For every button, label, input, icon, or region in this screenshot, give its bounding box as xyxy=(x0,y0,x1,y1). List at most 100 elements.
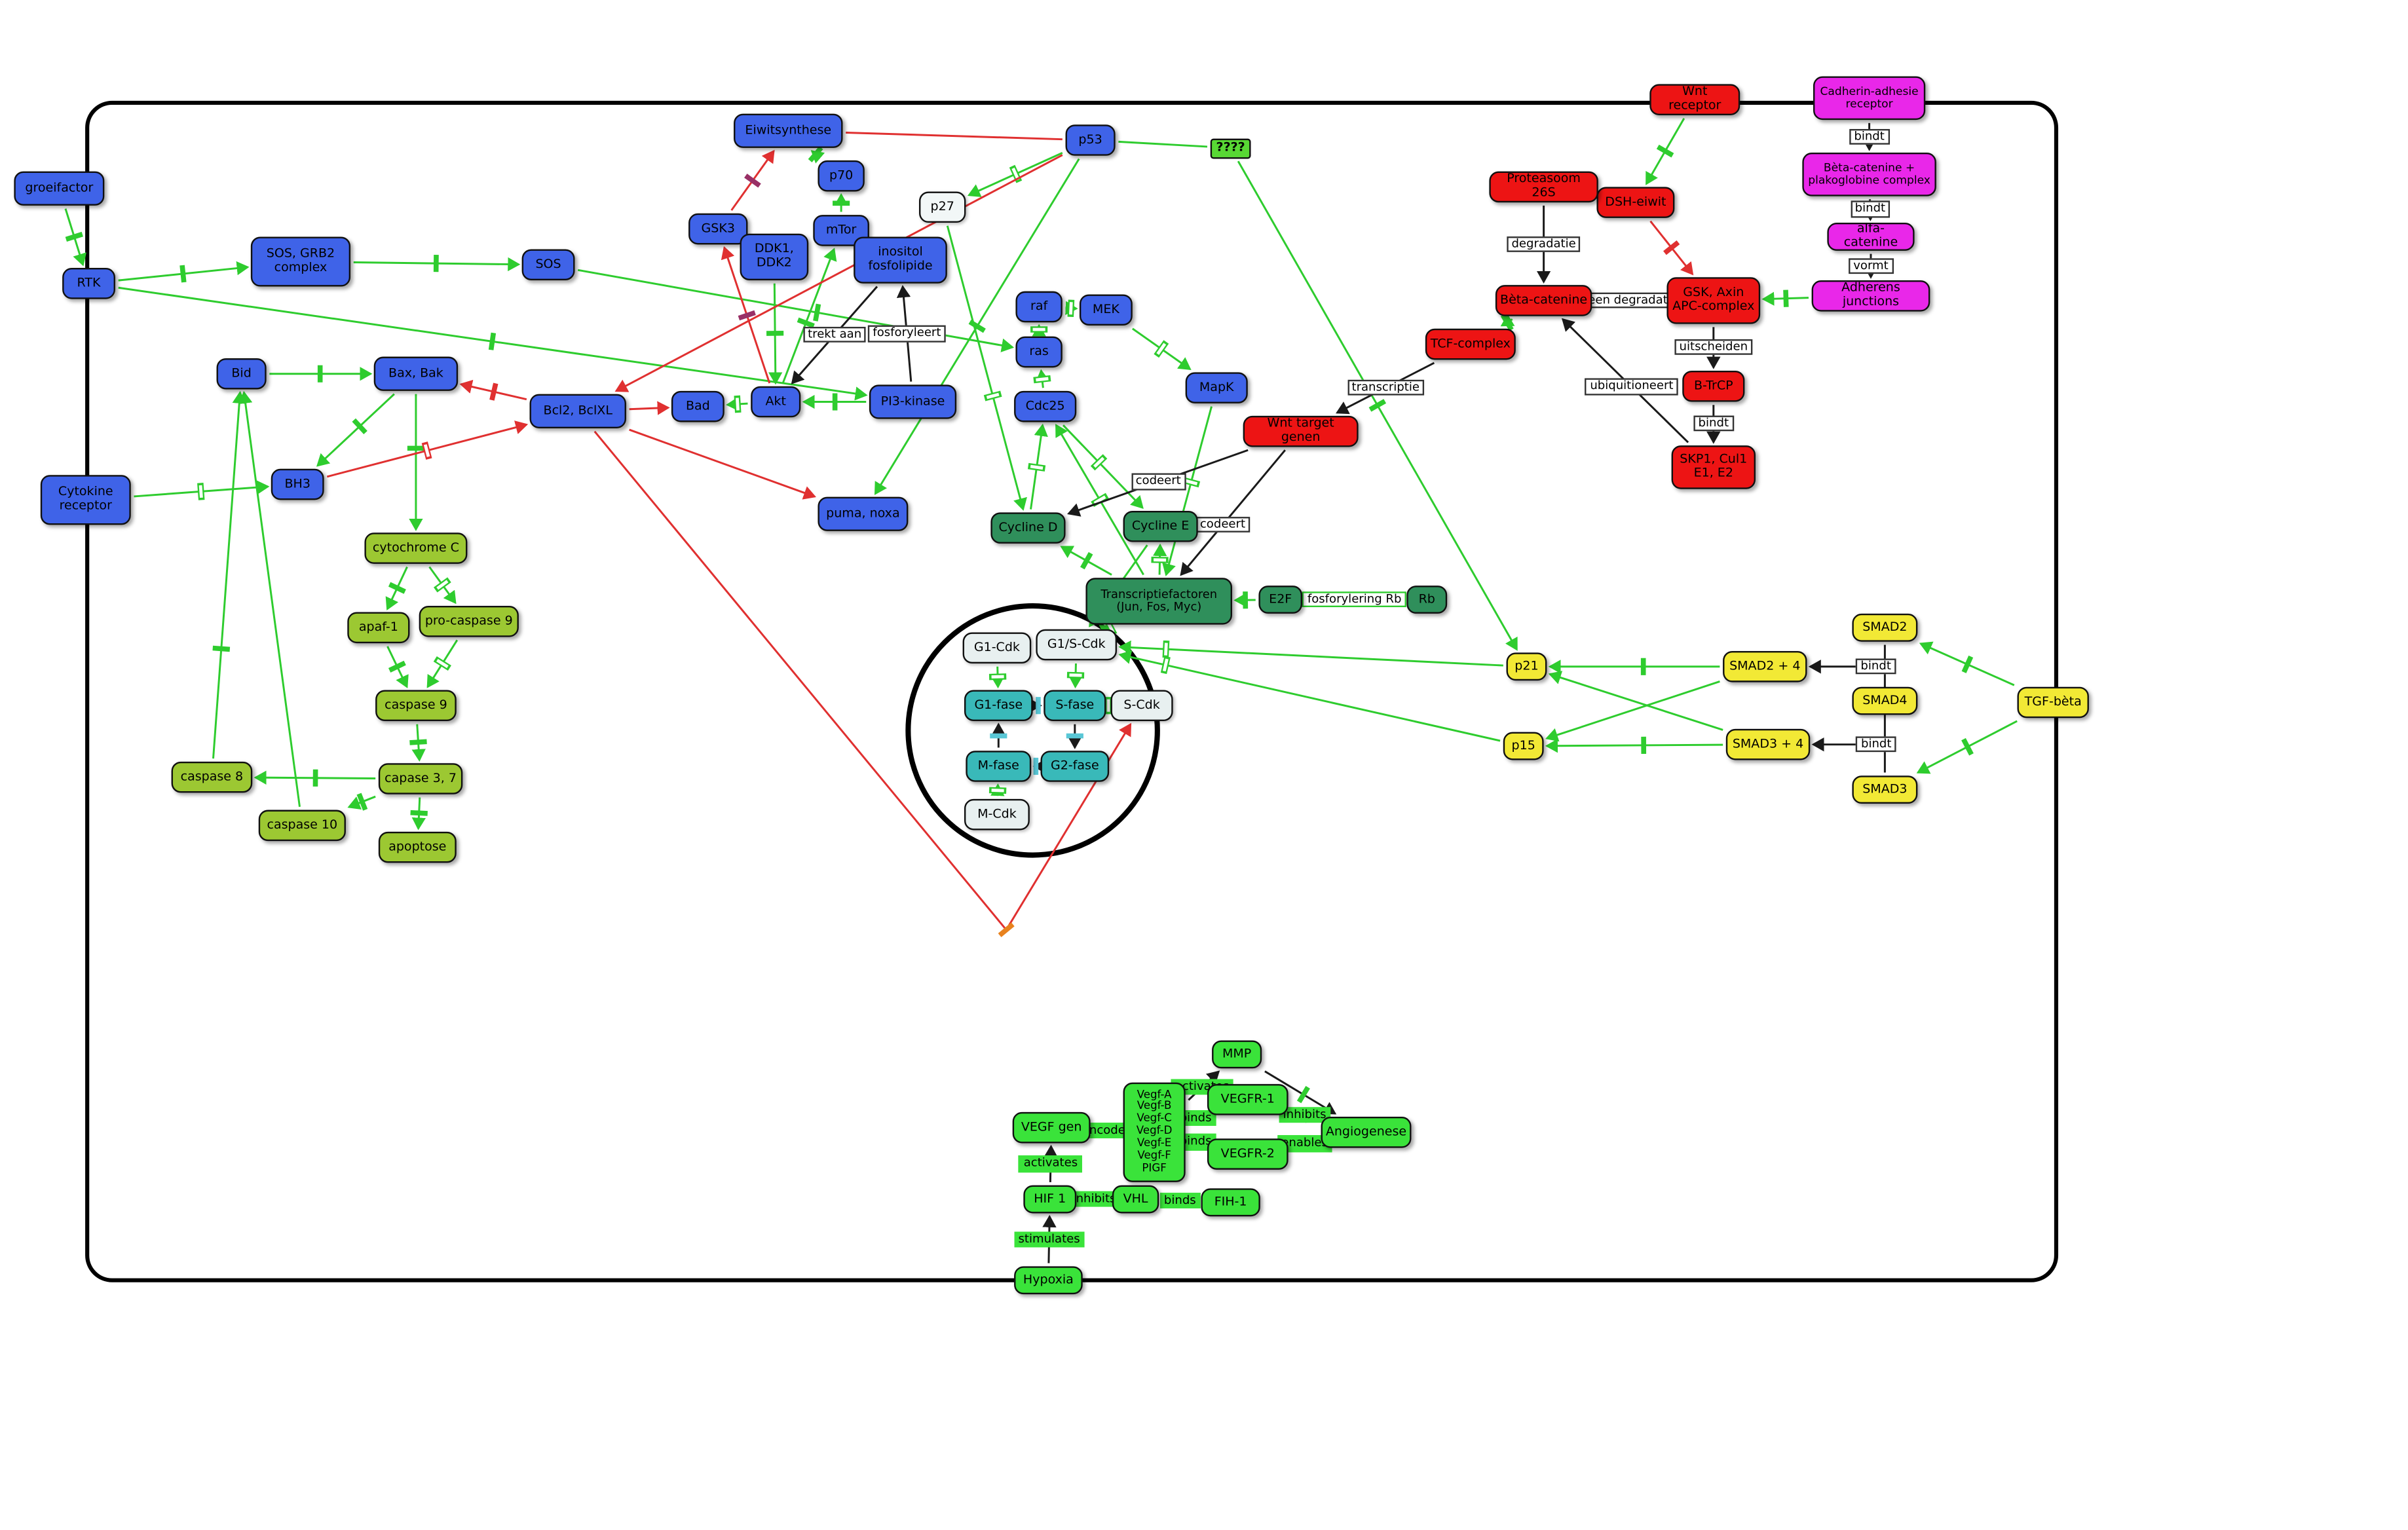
edge-label-degradatie[interactable]: degradatie xyxy=(1507,235,1581,252)
node-e2f[interactable]: E2F xyxy=(1258,586,1303,614)
node-g1-cdk[interactable]: G1-Cdk xyxy=(962,632,1032,664)
node-sos[interactable]: SOS xyxy=(521,249,575,281)
node-skp1[interactable]: SKP1, Cul1 E1, E2 xyxy=(1671,445,1756,489)
edge-label-ubiquitioneert[interactable]: ubiquitioneert xyxy=(1585,379,1678,396)
node-vhl[interactable]: VHL xyxy=(1112,1185,1159,1214)
node-cytokine-receptor[interactable]: Cytokine receptor xyxy=(40,475,131,525)
node-beta-plakoglobine[interactable]: Bèta-catenine + plakoglobine complex xyxy=(1802,153,1936,196)
node-pro-caspase-9[interactable]: pro-caspase 9 xyxy=(419,606,519,637)
edge-label-codeert[interactable]: codeert xyxy=(1131,474,1186,491)
node-caspase-8[interactable]: caspase 8 xyxy=(171,761,253,793)
node-g1-fase[interactable]: G1-fase xyxy=(964,690,1033,722)
node-smad2-4[interactable]: SMAD2 + 4 xyxy=(1723,651,1807,682)
node-ddk[interactable]: DDK1, DDK2 xyxy=(740,233,809,281)
node-p70[interactable]: p70 xyxy=(818,160,865,192)
node-apaf-1[interactable]: apaf-1 xyxy=(347,612,410,644)
node-fih-1[interactable]: FIH-1 xyxy=(1201,1188,1260,1217)
node-m-fase[interactable]: M-fase xyxy=(966,751,1032,782)
edge-caspase-8-bid xyxy=(212,390,246,759)
node-g1s-cdk[interactable]: G1/S-Cdk xyxy=(1036,629,1118,661)
node-angiogenese[interactable]: Angiogenese xyxy=(1321,1117,1412,1148)
edge-label-inhibits[interactable]: inhibits xyxy=(1068,1191,1121,1208)
node-p21[interactable]: p21 xyxy=(1506,652,1547,681)
edge-label-fosforylering-rb[interactable]: fosforylering Rb xyxy=(1302,591,1406,608)
node-vegfr-1[interactable]: VEGFR-1 xyxy=(1207,1084,1289,1115)
node-mmp[interactable]: MMP xyxy=(1212,1040,1262,1069)
node-eiwitsynthese[interactable]: Eiwitsynthese xyxy=(734,113,843,148)
node-mapk[interactable]: MapK xyxy=(1185,372,1248,403)
node-smad2[interactable]: SMAD2 xyxy=(1852,613,1918,642)
node-hif-1[interactable]: HIF 1 xyxy=(1023,1185,1077,1214)
node-bad[interactable]: Bad xyxy=(671,390,724,422)
node-s-fase[interactable]: S-fase xyxy=(1044,690,1106,722)
node-p15[interactable]: p15 xyxy=(1503,732,1544,760)
node-smad3-4[interactable]: SMAD3 + 4 xyxy=(1725,728,1811,760)
node-ras[interactable]: ras xyxy=(1015,336,1063,368)
node-raf[interactable]: raf xyxy=(1015,291,1063,323)
node-bid[interactable]: Bid xyxy=(216,358,267,390)
node-bax-bak[interactable]: Bax, Bak xyxy=(373,356,459,391)
node-groeifactor[interactable]: groeifactor xyxy=(14,171,105,206)
node-smad4[interactable]: SMAD4 xyxy=(1852,686,1918,715)
node-unknown[interactable]: ???? xyxy=(1210,138,1251,159)
node-cycline-d[interactable]: Cycline D xyxy=(990,512,1066,544)
node-tgf-beta[interactable]: TGF-bèta xyxy=(2017,686,2089,718)
node-apoptose[interactable]: apoptose xyxy=(378,831,457,863)
node-wnt-receptor[interactable]: Wnt receptor xyxy=(1649,84,1740,115)
node-cdc25[interactable]: Cdc25 xyxy=(1014,390,1077,422)
edge-label-transcriptie[interactable]: transcriptie xyxy=(1347,379,1425,396)
node-cadherin[interactable]: Cadherin-adhesie receptor xyxy=(1813,76,1926,121)
node-vegf-gen[interactable]: VEGF gen xyxy=(1012,1111,1091,1144)
edge-label-bindt[interactable]: bindt xyxy=(1693,415,1734,432)
node-cycline-e[interactable]: Cycline E xyxy=(1123,510,1198,542)
node-caspase-9[interactable]: caspase 9 xyxy=(375,690,457,722)
node-dsh-eiwit[interactable]: DSH-eiwit xyxy=(1596,187,1675,218)
node-transcriptiefactoren[interactable]: Transcriptiefactoren (Jun, Fos, Myc) xyxy=(1085,578,1232,625)
node-beta-catenine[interactable]: Bèta-catenine xyxy=(1495,285,1592,316)
node-caspase-10[interactable]: caspase 10 xyxy=(258,810,346,842)
node-s-cdk[interactable]: S-Cdk xyxy=(1110,690,1173,722)
node-p27[interactable]: p27 xyxy=(919,191,966,223)
node-m-cdk[interactable]: M-Cdk xyxy=(964,798,1030,830)
node-alfa-catenine[interactable]: alfa-catenine xyxy=(1827,221,1915,251)
node-wnt-target-genen[interactable]: Wnt target genen xyxy=(1243,415,1359,447)
node-cytochrome-c[interactable]: cytochrome C xyxy=(364,532,468,564)
node-mek[interactable]: MEK xyxy=(1079,294,1133,326)
node-inositol-fosfolipide[interactable]: inositol fosfolipide xyxy=(854,236,947,284)
node-sos-grb2[interactable]: SOS, GRB2 complex xyxy=(250,236,351,287)
node-pi3-kinase[interactable]: PI3-kinase xyxy=(869,384,957,419)
node-rb[interactable]: Rb xyxy=(1406,586,1448,614)
node-akt[interactable]: Akt xyxy=(751,386,801,418)
edge-label-bindt[interactable]: bindt xyxy=(1856,736,1896,753)
node-adherens[interactable]: Adherens junctions xyxy=(1811,280,1930,312)
edge-label-stimulates[interactable]: stimulates xyxy=(1013,1231,1085,1248)
edge-label-fosforyleert[interactable]: fosforyleert xyxy=(868,326,946,343)
node-p53[interactable]: p53 xyxy=(1065,124,1116,156)
node-bcl2[interactable]: Bcl2, BclXL xyxy=(529,394,626,428)
node-mtor[interactable]: mTor xyxy=(813,215,869,246)
node-vegf-ligands[interactable]: Vegf-A Vegf-B Vegf-C Vegf-D Vegf-E Vegf-… xyxy=(1123,1082,1186,1182)
node-g2-fase[interactable]: G2-fase xyxy=(1040,751,1110,782)
node-proteasoom-26s[interactable]: Proteasoom 26S xyxy=(1489,171,1598,203)
edge-label-trekt-aan[interactable]: trekt aan xyxy=(802,326,867,343)
edge-label-bindt[interactable]: bindt xyxy=(1849,128,1889,145)
edge-label-bindt[interactable]: bindt xyxy=(1850,201,1891,218)
node-rtk[interactable]: RTK xyxy=(62,268,115,299)
edge-label-codeert[interactable]: codeert xyxy=(1195,517,1251,533)
node-bh3[interactable]: BH3 xyxy=(271,468,324,500)
node-vegfr-2[interactable]: VEGFR-2 xyxy=(1207,1138,1289,1170)
node-capase-3-7[interactable]: capase 3, 7 xyxy=(378,763,463,794)
node-smad3[interactable]: SMAD3 xyxy=(1852,775,1918,804)
node-gsk-axin-apc[interactable]: GSK, Axin APC-complex xyxy=(1666,277,1761,324)
edge-label-vormt[interactable]: vormt xyxy=(1849,257,1893,274)
edge-label-binds[interactable]: binds xyxy=(1159,1192,1201,1209)
edge-label-bindt[interactable]: bindt xyxy=(1856,658,1896,675)
node-b-trcp[interactable]: B-TrCP xyxy=(1682,370,1745,402)
edge-label-uitscheiden[interactable]: uitscheiden xyxy=(1674,339,1753,356)
node-gsk3[interactable]: GSK3 xyxy=(688,213,748,245)
node-hypoxia[interactable]: Hypoxia xyxy=(1014,1266,1083,1295)
node-tcf-complex[interactable]: TCF-complex xyxy=(1425,328,1516,360)
edge-label-activates[interactable]: activates xyxy=(1019,1156,1083,1172)
node-puma-noxa[interactable]: puma, noxa xyxy=(818,496,909,531)
